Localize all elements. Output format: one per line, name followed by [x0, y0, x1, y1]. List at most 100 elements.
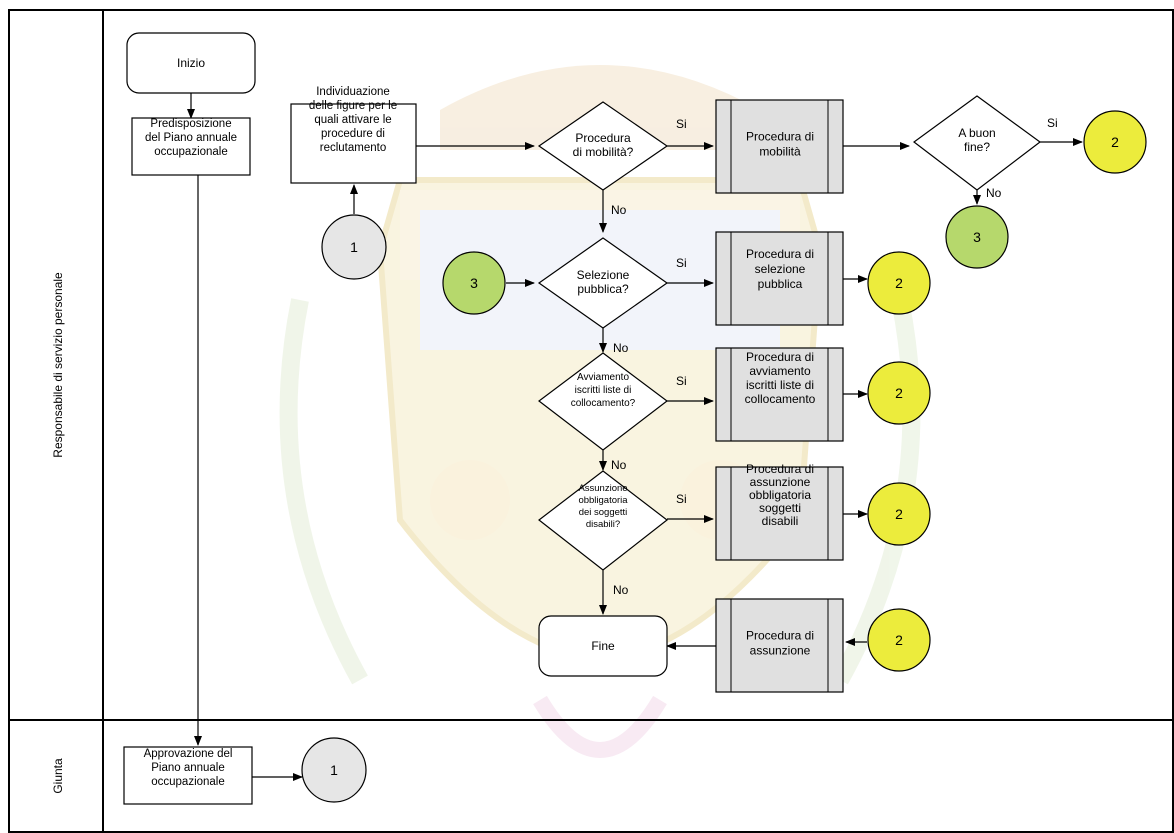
label-line: Predisposizione	[150, 118, 231, 130]
label-line: pubblica	[758, 277, 803, 291]
label-line: dei soggetti	[579, 507, 628, 518]
label-line: iscritti liste di	[746, 378, 814, 392]
label-line: A buon	[958, 126, 995, 140]
connector-3-selezione: 3	[442, 251, 506, 315]
label-no-mobilita: No	[611, 203, 627, 217]
label-line: selezione	[755, 262, 806, 276]
label-line: mobilità	[759, 145, 801, 159]
connector-1-bottom-label: 1	[330, 762, 338, 778]
connector-2-avviamento-label: 2	[895, 385, 903, 401]
label-no-avviamento: No	[611, 458, 627, 472]
edges	[187, 93, 1083, 781]
swimlane-frame	[8, 9, 1174, 833]
end-node: Fine	[538, 615, 668, 677]
label-line: Procedura di	[746, 629, 814, 643]
activity-predisposizione-label: Predisposizione del Piano annuale occupazi…	[145, 118, 237, 158]
label-line: collocamento?	[571, 398, 636, 409]
label-line: obbligatoria	[749, 488, 811, 502]
label-no-buonfine: No	[986, 186, 1002, 200]
label-no-selezione: No	[613, 341, 629, 355]
label-line: Procedura di	[746, 247, 814, 261]
label-line: soggetti	[759, 501, 801, 515]
label-line: Approvazione del	[144, 748, 233, 760]
label-line: delle figure per le	[309, 100, 397, 112]
lane-label-giunta: Giunta	[51, 758, 65, 794]
label-line: Procedura di	[746, 350, 814, 364]
label-line: pubblica?	[577, 282, 629, 296]
label-line: Procedura	[575, 131, 631, 145]
edge-labels: Si Si No No Si No Si No Si No	[611, 116, 1058, 597]
connector-2-assunzione: 2	[867, 608, 931, 672]
label-line: procedure di	[321, 128, 385, 140]
label-si-buonfine: Si	[1047, 116, 1058, 130]
connector-1-top-label: 1	[350, 239, 358, 255]
activity-individuazione: Individuazione delle figure per le quali a…	[290, 86, 417, 184]
end-node-label: Fine	[591, 639, 615, 653]
label-line: di mobilità?	[573, 145, 634, 159]
label-line: Assunzione	[578, 483, 627, 494]
start-node-label: Inizio	[177, 56, 205, 70]
connector-2-obbligatoria: 2	[867, 482, 931, 546]
label-line: fine?	[964, 140, 990, 154]
connector-3-buonfine: 3	[945, 205, 1009, 269]
label-line: quali attivare le	[314, 114, 391, 126]
label-line: assunzione	[750, 644, 811, 658]
label-line: reclutamento	[320, 142, 386, 154]
label-line: occupazionale	[154, 146, 228, 158]
label-line: Avviamento	[577, 372, 630, 383]
connector-2-buonfine-label: 2	[1111, 134, 1119, 150]
label-line: occupazionale	[151, 776, 225, 788]
label-line: Procedura di	[746, 130, 814, 144]
label-line: disabili	[762, 514, 799, 528]
connector-1-bottom: 1	[301, 737, 367, 803]
label-si-mobilita: Si	[676, 117, 687, 131]
label-line: avviamento	[749, 364, 811, 378]
start-node: Inizio	[126, 32, 256, 94]
connector-2-avviamento: 2	[867, 361, 931, 425]
label-line: Selezione	[577, 268, 630, 282]
connector-2-selezione: 2	[867, 251, 931, 315]
connector-3-buonfine-label: 3	[973, 229, 981, 245]
label-line: Individuazione	[316, 86, 390, 98]
lane-label-giunta-text: Giunta	[51, 758, 65, 794]
label-line: obbligatoria	[578, 495, 628, 506]
label-line: del Piano annuale	[145, 132, 237, 144]
connector-3-selezione-label: 3	[470, 275, 478, 291]
lane-label-personale: Responsabile di servizio personale	[51, 272, 65, 458]
connector-2-assunzione-label: 2	[895, 632, 903, 648]
activity-individuazione-label: Individuazione delle figure per le quali a…	[309, 86, 397, 154]
connector-2-obbligatoria-label: 2	[895, 506, 903, 522]
label-line: disabili?	[586, 519, 620, 530]
connector-1-top: 1	[321, 214, 387, 280]
activity-predisposizione: Predisposizione del Piano annuale occupazi…	[131, 117, 251, 176]
label-line: Piano annuale	[151, 762, 225, 774]
label-line: Procedura di	[746, 462, 814, 476]
label-line: assunzione	[750, 475, 811, 489]
connector-2-selezione-label: 2	[895, 275, 903, 291]
label-si-avviamento: Si	[676, 374, 687, 388]
label-si-selezione: Si	[676, 256, 687, 270]
